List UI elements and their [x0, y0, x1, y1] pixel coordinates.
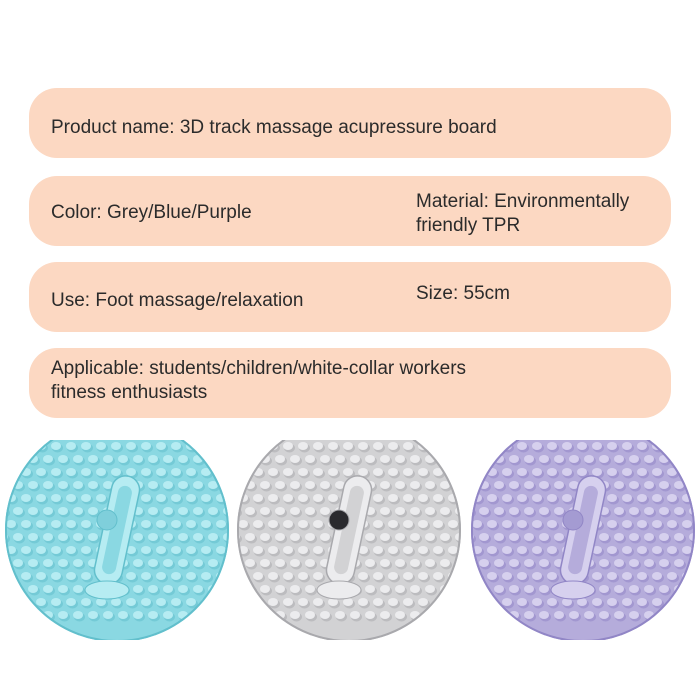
grey-mat-image [237, 440, 461, 640]
product-name-panel: Product name: 3D track massage acupressu… [29, 88, 671, 158]
material-line-1: Material: Environmentally [416, 191, 630, 212]
material-line-2: friendly TPR [416, 215, 521, 236]
foot-pad [316, 580, 362, 600]
size-text: Size: 55cm [416, 283, 510, 304]
roller-ball [328, 509, 350, 531]
color-material-panel: Color: Grey/Blue/Purple Material: Enviro… [29, 176, 671, 246]
color-text: Color: Grey/Blue/Purple [51, 202, 252, 223]
material-text: Material: Environmentally friendly TPR [416, 190, 666, 238]
use-size-panel: Use: Foot massage/relaxation Size: 55cm [29, 262, 671, 332]
roller-ball [96, 509, 118, 531]
mat-rim [5, 440, 229, 640]
foot-pad [550, 580, 596, 600]
purple-mat-image [471, 440, 695, 640]
use-text: Use: Foot massage/relaxation [51, 290, 304, 311]
foot-pad [84, 580, 130, 600]
applicable-text: Applicable: students/children/white-coll… [51, 357, 651, 405]
product-name-text: Product name: 3D track massage acupressu… [51, 117, 497, 138]
applicable-panel: Applicable: students/children/white-coll… [29, 348, 671, 418]
mat-rim [237, 440, 461, 640]
blue-mat-image [5, 440, 229, 640]
applicable-line-2: fitness enthusiasts [51, 382, 208, 403]
mat-rim [471, 440, 695, 640]
roller-ball [562, 509, 584, 531]
applicable-line-1: Applicable: students/children/white-coll… [51, 358, 467, 379]
product-images [0, 440, 700, 640]
